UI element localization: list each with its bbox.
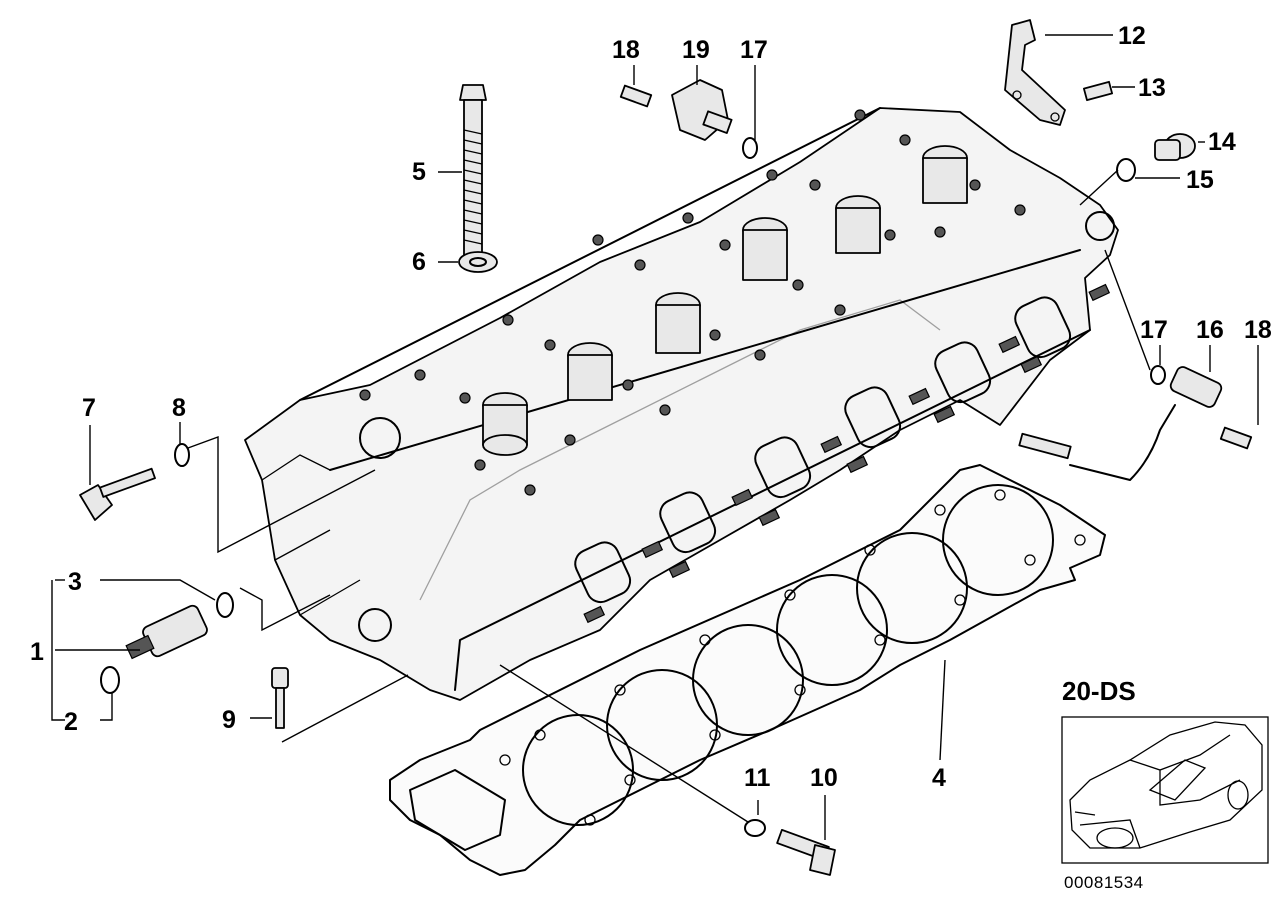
seal-ring-part-2 [100,666,120,694]
sensor-part-16 [1018,366,1223,481]
plug-part-14 [1154,133,1196,161]
callout-18-top: 18 [612,36,640,64]
tappet-row [482,145,968,456]
leader-lines [51,34,1259,840]
plug-part-7 [79,467,156,521]
head-bolt-row [359,109,1026,496]
sensor-part-1 [125,604,208,660]
seal-ring-part-3 [216,592,234,618]
callout-7: 7 [82,394,96,422]
callout-10: 10 [810,764,838,792]
callout-6: 6 [412,248,426,276]
seal-ring-part-17-right [1150,365,1166,385]
inset-doc-number: 00081534 [1064,873,1144,892]
callout-17-top: 17 [740,36,768,64]
bracket-part-12 [1004,19,1066,126]
exhaust-ports [574,296,1072,604]
exhaust-studs [583,283,1111,624]
callout-5: 5 [412,158,426,186]
bolt-part-9 [271,667,289,729]
cylinder-head [244,107,1119,701]
vehicle-inset: 20-DS 00081534 [1061,676,1269,892]
car-outline-icon [1069,721,1263,849]
callout-13: 13 [1138,74,1166,102]
callout-15: 15 [1186,166,1214,194]
callout-11: 11 [744,764,771,792]
inset-model-label: 20-DS [1062,676,1136,706]
callout-14: 14 [1208,128,1236,156]
inset-frame [1061,716,1269,864]
screw-part-13 [1082,80,1114,102]
gasket-holes [499,489,1086,826]
callout-12: 12 [1118,22,1146,50]
callout-19: 19 [682,36,710,64]
callout-2: 2 [64,708,78,736]
seal-ring-part-15 [1116,158,1136,182]
callout-17-right: 17 [1140,316,1168,344]
callout-16: 16 [1196,316,1224,344]
seal-ring-part-11 [744,819,766,837]
callout-9: 9 [222,706,236,734]
callout-labels: 1 2 3 4 5 6 7 8 9 10 11 12 13 14 15 16 1… [30,22,1272,792]
washer-part-6 [458,251,498,273]
watermark-logo [419,299,941,601]
screw-part-18-right [1219,426,1253,450]
head-bolt-part-5 [459,84,487,256]
callout-3: 3 [68,568,82,596]
head-gasket [389,464,1106,876]
sensor-part-19 [671,79,733,141]
bolt-part-10 [776,828,836,876]
callout-8: 8 [172,394,186,422]
callout-1: 1 [30,638,44,666]
screw-part-18-top [619,84,653,108]
seal-ring-part-8 [174,443,190,467]
callout-18-right: 18 [1244,316,1272,344]
callout-4: 4 [932,764,946,792]
seal-ring-part-17-top [742,137,758,159]
